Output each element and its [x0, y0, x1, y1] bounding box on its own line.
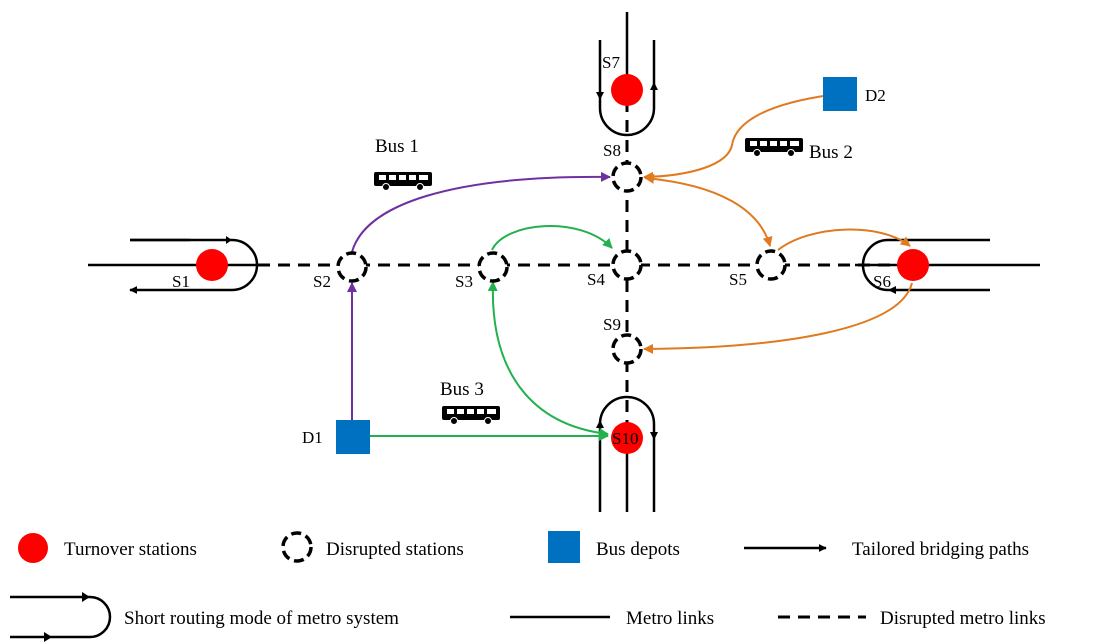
station-s6-node[interactable] — [897, 249, 929, 281]
depot-label-d2: D2 — [865, 86, 886, 105]
station-label-s7: S7 — [602, 53, 620, 72]
station-label-s6: S6 — [873, 272, 891, 291]
legend-depot-icon — [548, 531, 580, 563]
station-s8-node[interactable] — [611, 161, 643, 193]
legend-disrupted-link-label: Disrupted metro links — [880, 608, 1046, 629]
station-label-s2: S2 — [313, 272, 331, 291]
legend: Turnover stations Disrupted stations Bus… — [10, 531, 1046, 642]
station-label-s3: S3 — [455, 272, 473, 291]
station-s7-node[interactable] — [611, 74, 643, 106]
bus-label-1: Bus 1 — [375, 136, 419, 157]
legend-disrupted-label: Disrupted stations — [326, 539, 464, 560]
depot-d1[interactable] — [336, 420, 370, 454]
station-s1-node[interactable] — [196, 249, 228, 281]
bus-3-paths — [370, 225, 613, 441]
bus2-path-s8-s5 — [644, 173, 773, 247]
bus-3-icon — [441, 405, 501, 425]
disrupted-stations — [336, 161, 787, 365]
station-label-s8: S8 — [603, 141, 621, 160]
legend-disrupted-icon — [281, 531, 313, 563]
turnover-stations — [196, 74, 929, 454]
bus2-path-s5-s6 — [777, 228, 911, 251]
station-label-s1: S1 — [172, 272, 190, 291]
bus3-path-s3-s4 — [491, 225, 613, 251]
bus1-path-s2-s8 — [351, 171, 611, 253]
station-label-s9: S9 — [603, 315, 621, 334]
bus-2-icon — [744, 137, 804, 157]
station-label-s10: S10 — [612, 429, 638, 448]
bus3-path-s3-s10 — [487, 281, 609, 438]
legend-short-routing-icon — [10, 595, 112, 639]
station-s10-node[interactable] — [611, 422, 643, 454]
legend-paths-label: Tailored bridging paths — [852, 539, 1029, 560]
legend-short-routing-label: Short routing mode of metro system — [124, 608, 399, 629]
bus2-path-d2-s8 — [643, 94, 831, 182]
bus-label-2: Bus 2 — [809, 142, 853, 163]
station-s5-node[interactable] — [755, 249, 787, 281]
bus-1-icon — [373, 171, 433, 191]
bus-2-paths — [643, 94, 913, 354]
depot-d2[interactable] — [823, 77, 857, 111]
short-routing-s1 — [129, 238, 259, 294]
station-label-s5: S5 — [729, 270, 747, 289]
station-s4-node[interactable] — [611, 249, 643, 281]
legend-turnover-icon — [18, 533, 48, 563]
bus2-path-s6-s9 — [643, 282, 913, 354]
legend-turnover-label: Turnover stations — [64, 539, 197, 560]
station-s9-node[interactable] — [611, 333, 643, 365]
station-s3-node[interactable] — [477, 251, 509, 283]
bus-label-3: Bus 3 — [440, 379, 484, 400]
depot-label-d1: D1 — [302, 428, 323, 447]
bus-1-paths — [347, 171, 611, 422]
short-routing-s7 — [598, 40, 656, 137]
legend-depot-label: Bus depots — [596, 539, 680, 560]
short-routing-loops — [129, 40, 990, 512]
short-routing-s6 — [861, 238, 990, 292]
station-s2-node[interactable] — [336, 251, 368, 283]
legend-metro-link-label: Metro links — [626, 608, 714, 629]
station-label-s4: S4 — [587, 270, 605, 289]
